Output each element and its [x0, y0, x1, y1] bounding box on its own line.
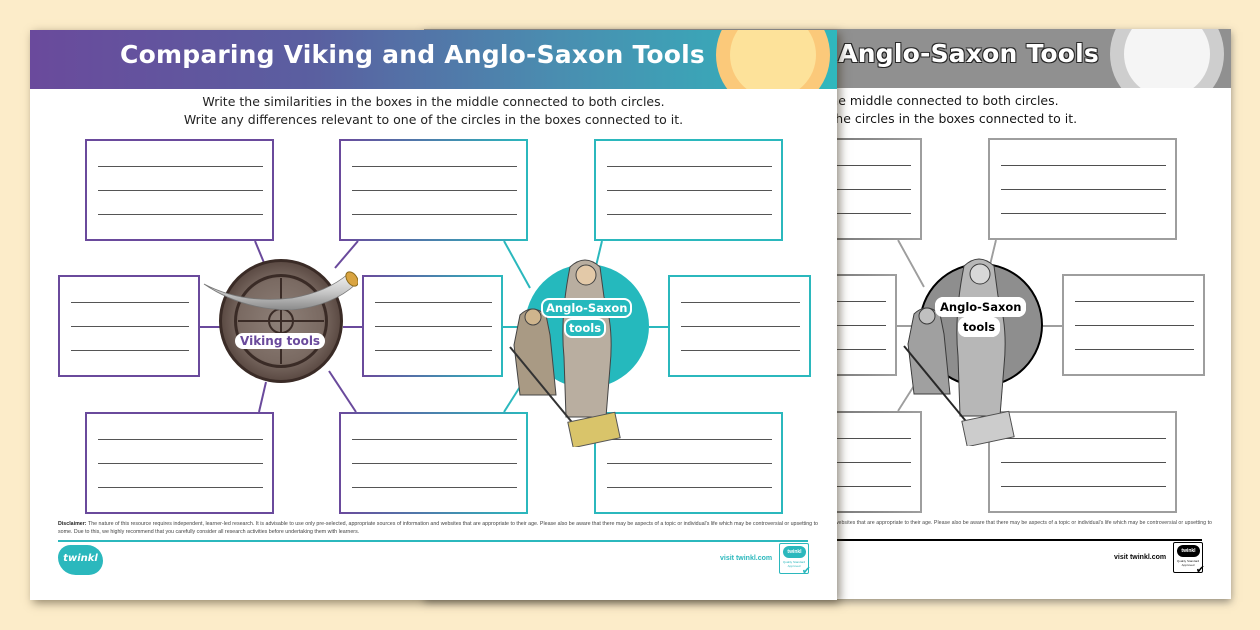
- visit-twinkl-link[interactable]: visit twinkl.com: [720, 555, 773, 562]
- answer-box-top-right[interactable]: [594, 139, 783, 241]
- answer-box-top-middle[interactable]: [339, 139, 528, 241]
- page-title: Comparing Viking and Anglo-Saxon Tools: [120, 40, 705, 69]
- viking-tools-label: Viking tools: [235, 333, 326, 349]
- answer-box-middle-right[interactable]: [668, 275, 811, 377]
- anglo-saxon-farmers-icon: [509, 259, 621, 447]
- quality-standard-badge-icon: twinkl Quality Standard Approved ✔: [779, 543, 811, 576]
- answer-box-bottom-right[interactable]: [988, 411, 1177, 513]
- footer-divider: [58, 540, 808, 542]
- instruction-line-1: Write the similarities in the boxes in t…: [202, 94, 665, 109]
- answer-box-middle-right[interactable]: [1062, 274, 1205, 376]
- answer-box-middle-center[interactable]: [362, 275, 503, 377]
- anglo-saxon-farmers-icon: [903, 258, 1015, 446]
- drinking-horn-icon: [203, 271, 358, 310]
- answer-box-bottom-right[interactable]: [594, 412, 783, 514]
- instruction-line-2: Write any differences relevant to one of…: [183, 112, 684, 127]
- quality-standard-badge-icon: twinkl Quality Standard Approved ✔: [1173, 542, 1205, 575]
- answer-box-middle-left[interactable]: [58, 275, 200, 377]
- disclaimer: Disclaimer: The nature of this resource …: [58, 521, 818, 535]
- sun-decoration-inner-icon: [730, 30, 816, 89]
- visit-twinkl-link[interactable]: visit twinkl.com: [1114, 554, 1167, 561]
- anglo-saxon-label: Anglo-Saxon tools: [935, 297, 1027, 337]
- answer-box-bottom-left[interactable]: [85, 412, 274, 514]
- answer-box-top-right[interactable]: [988, 138, 1177, 240]
- anglo-saxon-label: Anglo-Saxon tools: [541, 298, 633, 338]
- worksheet-page-colour: Comparing Viking and Anglo-Saxon Tools W…: [30, 30, 837, 600]
- twinkl-logo: twinkl: [58, 545, 103, 575]
- answer-box-top-left[interactable]: [85, 139, 274, 241]
- sun-decoration-inner-icon: [1124, 29, 1210, 88]
- page-header: Comparing Viking and Anglo-Saxon Tools: [30, 30, 837, 89]
- instructions: Write the similarities in the boxes in t…: [30, 93, 837, 129]
- vegvisir-shield-icon: [219, 259, 343, 383]
- answer-box-bottom-middle[interactable]: [339, 412, 528, 514]
